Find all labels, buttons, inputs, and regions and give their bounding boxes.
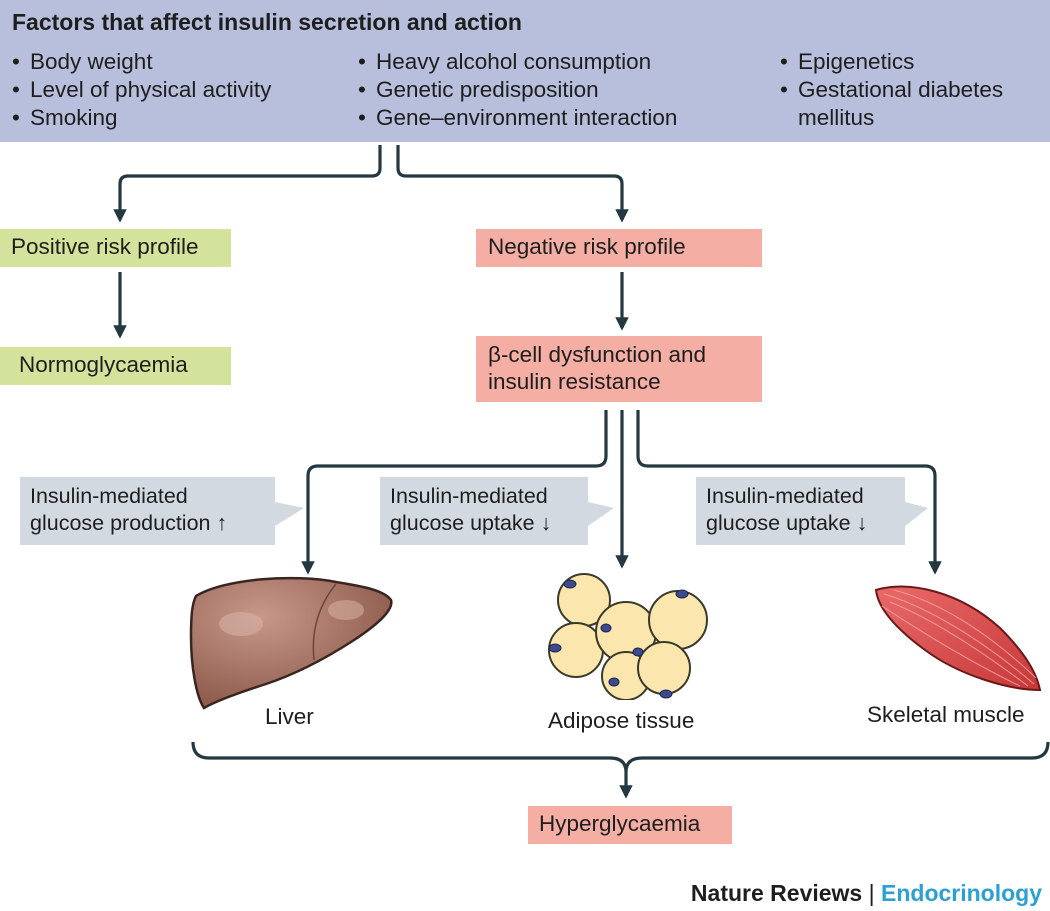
positive-risk-label: Positive risk profile — [11, 234, 199, 259]
callout-muscle: Insulin-mediated glucose uptake ↓ — [696, 477, 905, 545]
skeletal-muscle-icon — [874, 585, 1042, 692]
arrow-to-muscle — [636, 410, 942, 575]
factor-item: Body weight — [12, 48, 271, 76]
liver-icon — [189, 576, 393, 710]
negative-risk-label: Negative risk profile — [488, 234, 686, 259]
factor-item: Gene–environment interaction — [358, 104, 677, 132]
normoglycaemia-box: Normoglycaemia — [0, 347, 231, 385]
callout-adipose: Insulin-mediated glucose uptake ↓ — [380, 477, 588, 545]
credit-separator: | — [862, 880, 881, 906]
positive-risk-profile: Positive risk profile — [0, 229, 231, 267]
organ-brace — [191, 741, 1050, 773]
callout-line-2: glucose uptake ↓ — [390, 511, 552, 535]
factor-item: Smoking — [12, 104, 271, 132]
skeletal-muscle-label: Skeletal muscle — [867, 702, 1025, 727]
factor-item: Heavy alcohol consumption — [358, 48, 677, 76]
adipose-tissue-label: Adipose tissue — [548, 708, 695, 733]
dysfunction-box: β-cell dysfunction and insulin resistanc… — [476, 336, 762, 402]
arrow-to-negative — [396, 145, 629, 223]
factor-item: Gestational diabetes — [780, 76, 1003, 104]
dysfunction-line-2: insulin resistance — [488, 369, 661, 394]
callout-tail — [905, 502, 928, 526]
callout-line-1: Insulin-mediated — [30, 484, 188, 508]
callout-tail — [588, 502, 614, 526]
journal-credit: Nature Reviews | Endocrinology — [691, 880, 1042, 907]
hyperglycaemia-label: Hyperglycaemia — [539, 811, 701, 836]
callout-line-2: glucose uptake ↓ — [706, 511, 868, 535]
arrow-to-liver — [301, 410, 608, 575]
negative-risk-profile: Negative risk profile — [476, 229, 762, 267]
header-title: Factors that affect insulin secretion an… — [12, 9, 522, 35]
factors-header: Factors that affect insulin secretion an… — [0, 0, 1050, 142]
factor-column-1: Body weight Level of physical activity S… — [12, 48, 271, 132]
callout-line-2: glucose production ↑ — [30, 511, 228, 535]
liver-label: Liver — [265, 704, 314, 729]
hyperglycaemia-box: Hyperglycaemia — [528, 806, 732, 844]
factor-item-continuation: mellitus — [798, 105, 875, 130]
callout-liver: Insulin-mediated glucose production ↑ — [20, 477, 275, 545]
callout-line-1: Insulin-mediated — [390, 484, 548, 508]
adipose-tissue-icon — [548, 573, 708, 700]
factor-item: Genetic predisposition — [358, 76, 677, 104]
factor-item: Level of physical activity — [12, 76, 271, 104]
normoglycaemia-label: Normoglycaemia — [19, 352, 188, 377]
arrow-to-positive — [113, 145, 382, 223]
publisher-name: Nature Reviews — [690, 880, 863, 906]
callout-tail — [275, 502, 304, 526]
journal-name: Endocrinology — [881, 880, 1042, 906]
callout-line-1: Insulin-mediated — [706, 484, 864, 508]
dysfunction-line-1: β-cell dysfunction and — [488, 342, 707, 367]
factor-column-2: Heavy alcohol consumption Genetic predis… — [358, 48, 677, 132]
factor-item: Epigenetics — [780, 48, 1003, 76]
factor-column-3: Epigenetics Gestational diabetes mellitu… — [780, 48, 1003, 132]
